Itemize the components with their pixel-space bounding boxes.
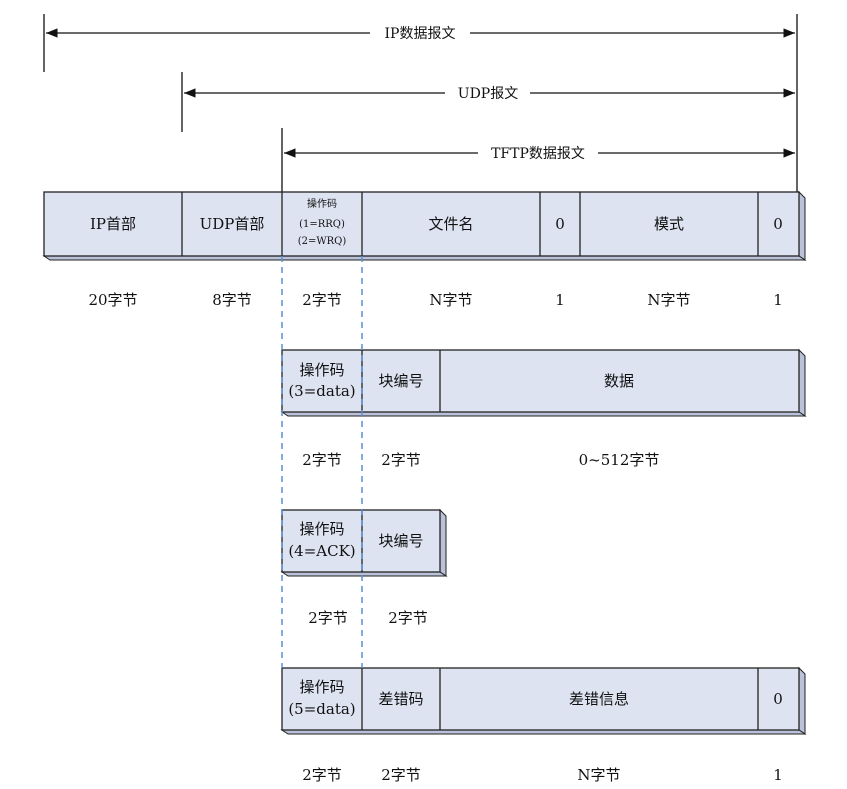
block-number-field: 块编号: [378, 532, 423, 550]
row-ack-packet: 操作码 (4=ACK) 块编号: [280, 508, 448, 577]
error-code-field: 差错码: [378, 690, 423, 708]
opcode-title: 操作码: [299, 520, 344, 538]
filename-field: 文件名: [428, 215, 473, 233]
size-label: 2字节: [302, 766, 342, 784]
span-ip-label: IP数据报文: [385, 26, 456, 42]
row4-size-labels: 2字节 2字节 N字节 1: [302, 766, 783, 784]
size-label: 1: [555, 291, 565, 309]
size-label: N字节: [577, 766, 620, 784]
size-label: 0~512字节: [579, 451, 660, 469]
span-udp-message: UDP报文: [181, 72, 795, 132]
block-number-field: 块编号: [378, 372, 423, 390]
opcode-ack: (4=ACK): [288, 542, 355, 560]
opcode-title: 操作码: [299, 678, 344, 696]
opcode-error: (5=data): [288, 700, 355, 718]
size-label: 20字节: [88, 291, 137, 309]
row3-size-labels: 2字节 2字节: [308, 609, 428, 627]
span-udp-label: UDP报文: [458, 86, 518, 102]
opcode-column-guides: [281, 256, 363, 668]
size-label: 2字节: [302, 291, 342, 309]
opcode-title: 操作码: [307, 197, 337, 210]
zero-terminator-1: 0: [555, 215, 565, 233]
row2-size-labels: 2字节 2字节 0~512字节: [302, 451, 659, 469]
size-label: 2字节: [381, 451, 421, 469]
mode-field: 模式: [654, 215, 684, 233]
span-tftp-datagram: TFTP数据报文: [281, 128, 795, 196]
row-data-packet: 操作码 (3=data) 块编号 数据: [280, 348, 807, 417]
zero-terminator: 0: [773, 690, 783, 708]
udp-header-field: UDP首部: [200, 215, 265, 233]
row-error-packet: 操作码 (5=data) 差错码 差错信息 0: [280, 666, 807, 735]
size-label: N字节: [429, 291, 472, 309]
ip-header-field: IP首部: [90, 215, 136, 233]
opcode-title: 操作码: [299, 361, 344, 379]
span-tftp-label: TFTP数据报文: [491, 146, 585, 162]
size-label: 8字节: [212, 291, 252, 309]
size-label: 2字节: [308, 609, 348, 627]
span-ip-datagram: IP数据报文: [43, 14, 798, 196]
row-rrq-wrq-packet: IP首部 UDP首部 操作码 (1=RRQ) (2=WRQ) 文件名 0 模式 …: [42, 190, 807, 261]
size-label: 1: [773, 291, 783, 309]
opcode-data: (3=data): [288, 382, 355, 400]
row1-size-labels: 20字节 8字节 2字节 N字节 1 N字节 1: [88, 291, 782, 309]
opcode-rrq: (1=RRQ): [299, 219, 345, 230]
size-label: 2字节: [381, 766, 421, 784]
size-label: 2字节: [302, 451, 342, 469]
zero-terminator-2: 0: [773, 215, 783, 233]
size-label: 2字节: [388, 609, 428, 627]
opcode-wrq: (2=WRQ): [298, 236, 347, 247]
size-label: 1: [773, 766, 783, 784]
data-field: 数据: [604, 372, 634, 390]
error-message-field: 差错信息: [569, 690, 629, 708]
size-label: N字节: [647, 291, 690, 309]
